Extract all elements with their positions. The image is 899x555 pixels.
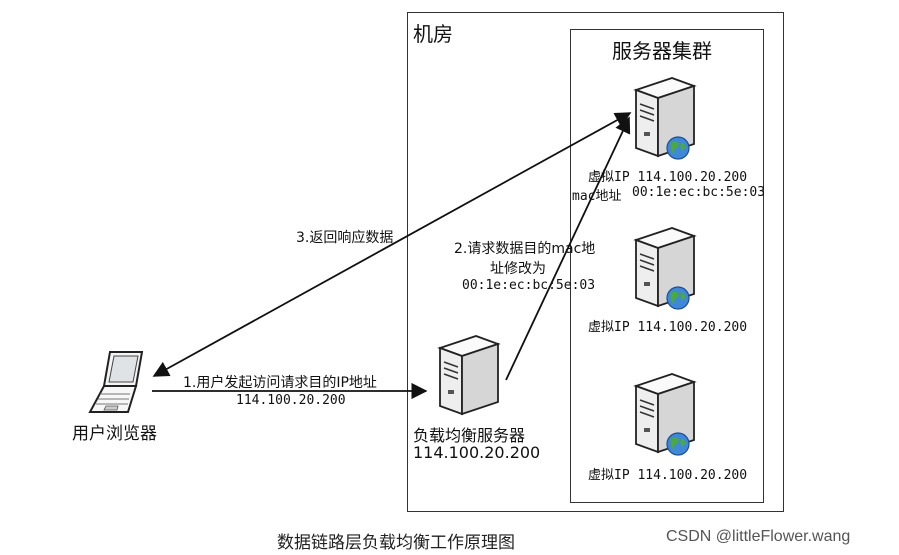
arrow-step3 (152, 112, 632, 377)
server-1-ip: 虚拟IP 114.100.20.200 (588, 170, 748, 185)
step1-label-line1: 1.用户发起访问请求目的IP地址 (183, 375, 377, 391)
step2-label-line3: 00:1e:ec:bc:5e:03 (462, 278, 596, 293)
load-balancer-name: 负载均衡服务器 (413, 426, 526, 445)
client-label: 用户浏览器 (72, 424, 157, 444)
load-balancer-server-icon (432, 330, 502, 420)
load-balancer-ip: 114.100.20.200 (413, 443, 541, 462)
step2-label-line2: 址修改为 (490, 261, 546, 277)
laptop-icon (86, 348, 158, 422)
server-1-mac-label: mac地址 (572, 189, 622, 204)
server-1-mac-value: 00:1e:ec:bc:5e:03 (632, 185, 766, 200)
server-3-icon (628, 368, 698, 464)
watermark: CSDN @littleFlower.wang (666, 528, 851, 545)
machine-room-title: 机房 (413, 22, 453, 46)
step2-label-line1: 2.请求数据目的mac地 (454, 241, 596, 257)
server-cluster-title: 服务器集群 (612, 39, 712, 63)
step1-label-line2: 114.100.20.200 (236, 393, 346, 408)
diagram-caption: 数据链路层负载均衡工作原理图 (277, 533, 515, 553)
step3-label: 3.返回响应数据 (296, 230, 394, 246)
server-3-ip: 虚拟IP 114.100.20.200 (588, 468, 748, 483)
server-1-icon (628, 72, 698, 168)
server-2-icon (628, 222, 698, 318)
server-2-ip: 虚拟IP 114.100.20.200 (588, 320, 748, 335)
